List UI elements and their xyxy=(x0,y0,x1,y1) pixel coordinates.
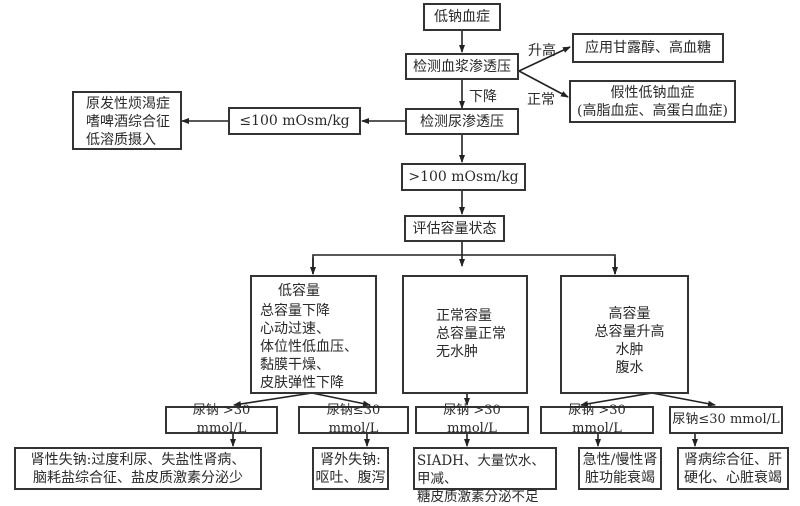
node-text: 高容量 总容量升高 水肿 腹水 xyxy=(594,306,665,376)
node-text: 尿钠 >30 mmol/L xyxy=(192,403,251,436)
node-renal-failure: 急性/慢性肾 脏功能衰竭 xyxy=(578,447,662,490)
node-text: 肾性失钠:过度利尿、失盐性肾病、 脑耗盐综合征、盐皮质激素分泌少 xyxy=(30,451,246,486)
node-text: 评估容量状态 xyxy=(412,220,497,237)
node-urine-na-high-1: 尿钠 >30 mmol/L xyxy=(165,403,278,436)
node-text: 尿钠 >30 mmol/L xyxy=(568,403,626,436)
node-extrarenal-sodium-loss: 肾外失钠: 呕吐、腹泻 xyxy=(312,447,389,490)
node-urine-na-low-2: 尿钠≤30 mmol/L xyxy=(669,406,783,434)
node-plasma-osmolality: 检测血浆渗透压 xyxy=(405,53,519,80)
edge-label-decreased: 下降 xyxy=(469,89,497,105)
node-primary-polydipsia: 原发性烦渴症 嗜啤酒综合征 低溶质摄入 xyxy=(72,91,182,150)
node-text: 肾病综合征、肝 硬化、心脏衰竭 xyxy=(684,451,782,486)
node-volume-assessment: 评估容量状态 xyxy=(404,215,505,242)
arrow-hypo-to-una-lo xyxy=(311,392,371,407)
node-text: 肾外失钠: 呕吐、腹泻 xyxy=(315,451,386,486)
node-text: 尿钠≤30 mmol/L xyxy=(672,412,780,427)
node-text: 检测尿渗透压 xyxy=(420,113,504,130)
node-urine-na-high-2: 尿钠 >30 mmol/L xyxy=(415,403,529,436)
node-siadh: SIADH、大量饮水、甲减、 糖皮质激素分泌不足 xyxy=(413,447,557,505)
node-hyponatremia: 低钠血症 xyxy=(423,3,501,31)
arrow-hyper-to-una-lo xyxy=(651,392,716,407)
node-high-urine-osm: >100 mOsm/kg xyxy=(401,163,526,191)
node-text: 原发性烦渴症 嗜啤酒综合征 低溶质摄入 xyxy=(86,96,170,148)
node-text: 假性低钠血症 (高脂血症、高蛋白血症) xyxy=(577,84,728,119)
arrow-plasma-to-pseudo xyxy=(518,70,569,98)
node-text: 低钠血症 xyxy=(434,9,490,25)
arrow-hyper-to-una-hi xyxy=(580,392,653,407)
node-urine-na-low-1: 尿钠≤30 mmol/L xyxy=(298,403,409,436)
line-branch-horizontal xyxy=(312,254,616,274)
node-hypovolemia: 低容量 总容量下降 心动过速、 体位性低血压、 黏膜干燥、 皮肤弹性下降 xyxy=(250,275,377,394)
arrow-hypo-to-una-hi xyxy=(233,392,313,407)
arrow-plasma-to-mannitol xyxy=(518,46,571,72)
node-text: 正常容量 总容量正常 无水肿 xyxy=(436,308,506,360)
node-hypervolemia: 高容量 总容量升高 水肿 腹水 xyxy=(560,275,689,394)
node-urine-osmolality: 检测尿渗透压 xyxy=(405,108,519,135)
node-text: >100 mOsm/kg xyxy=(408,169,519,185)
node-euvolemia: 正常容量 总容量正常 无水肿 xyxy=(402,275,528,394)
node-text: SIADH、大量饮水、甲减、 糖皮质激素分泌不足 xyxy=(417,453,545,505)
node-mannitol-hyperglycemia: 应用甘露醇、高血糖 xyxy=(572,33,724,63)
node-text: ≤100 mOsm/kg xyxy=(239,113,350,129)
edge-label-elevated: 升高 xyxy=(528,43,556,59)
edge-label-normal: 正常 xyxy=(527,92,555,108)
node-urine-na-high-3: 尿钠 >30 mmol/L xyxy=(540,403,654,436)
node-text: 应用甘露醇、高血糖 xyxy=(585,40,711,56)
node-renal-sodium-loss: 肾性失钠:过度利尿、失盐性肾病、 脑耗盐综合征、盐皮质激素分泌少 xyxy=(14,447,262,490)
node-low-urine-osm: ≤100 mOsm/kg xyxy=(228,107,361,135)
node-text: 尿钠 >30 mmol/L xyxy=(443,403,501,436)
node-pseudohyponatremia: 假性低钠血症 (高脂血症、高蛋白血症) xyxy=(569,80,736,123)
node-text: 急性/慢性肾 脏功能衰竭 xyxy=(582,451,658,486)
node-text: 总容量下降 心动过速、 体位性低血压、 黏膜干燥、 皮肤弹性下降 xyxy=(260,303,358,391)
node-title: 低容量 xyxy=(278,283,320,299)
node-nephrotic-cirrhosis-hf: 肾病综合征、肝 硬化、心脏衰竭 xyxy=(677,447,789,490)
node-text: 检测血浆渗透压 xyxy=(413,58,511,75)
node-text: 尿钠≤30 mmol/L xyxy=(326,403,381,436)
